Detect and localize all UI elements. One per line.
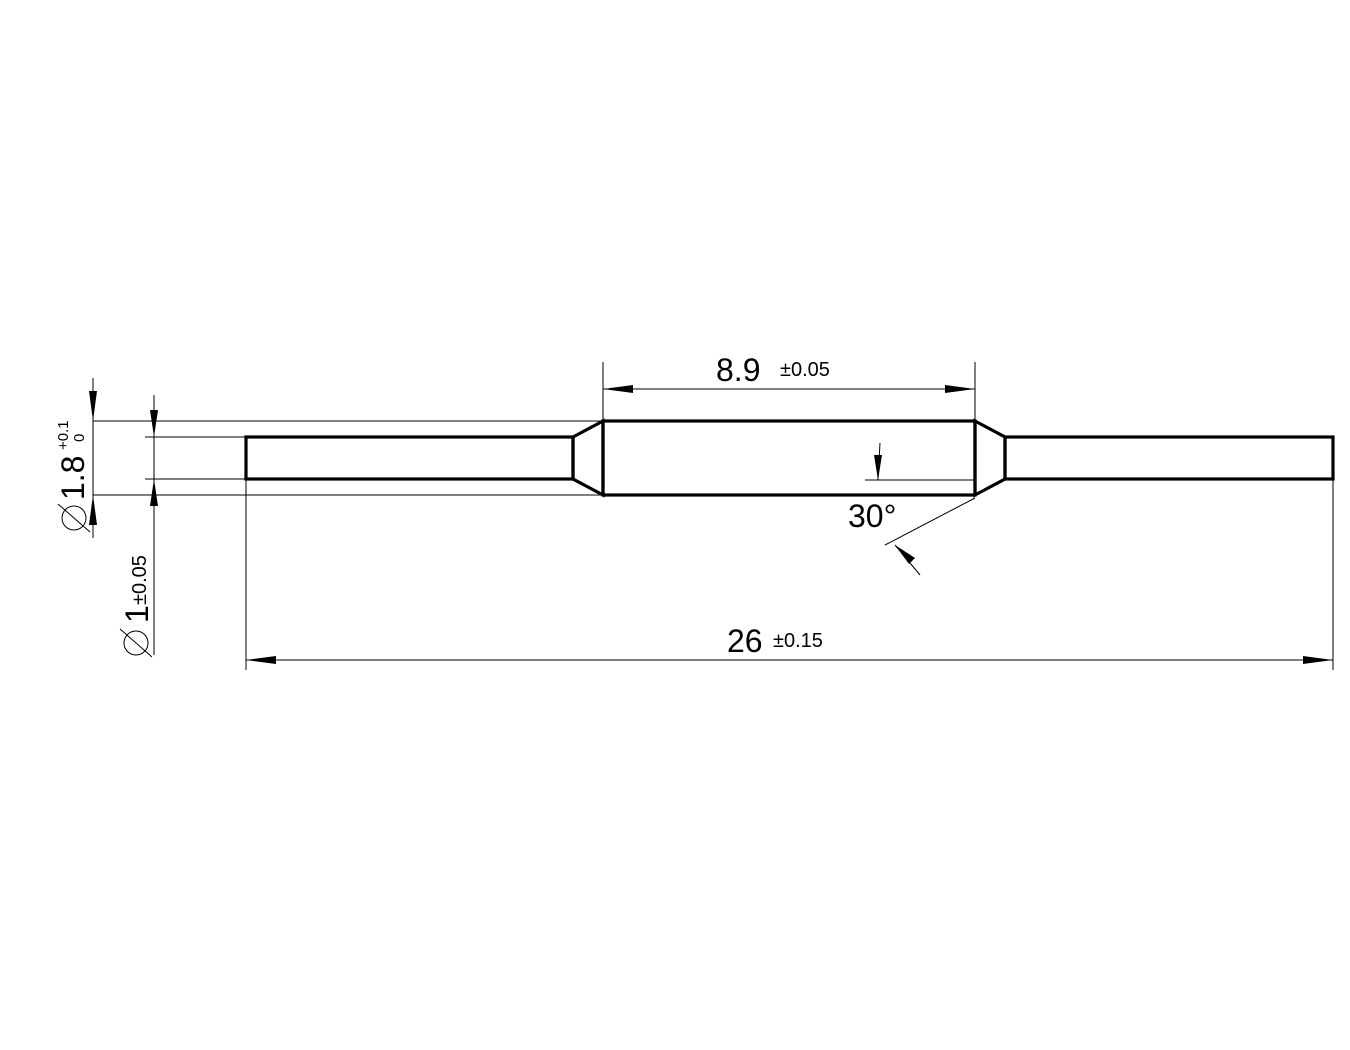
diameter-symbol-icon [61, 505, 87, 531]
dimension-center-length: 8.9 ±0.05 [602, 352, 976, 421]
dimension-chamfer-angle: 30° [848, 442, 976, 576]
arrowhead [603, 385, 633, 393]
arrowhead [895, 545, 915, 564]
arrowhead [89, 391, 97, 421]
dimension-small-diameter: 1 ±0.05 [119, 395, 246, 658]
angle-value: 30° [848, 498, 896, 534]
dimension-tolerance: ±0.05 [780, 359, 830, 381]
arrowhead [246, 656, 276, 664]
arrowhead [150, 479, 158, 506]
arrowhead [874, 455, 882, 480]
dimension-large-diameter: 1.8 +0.1 0 [55, 378, 603, 538]
arrowhead [89, 495, 97, 525]
dimension-tolerance: ±0.05 [129, 555, 151, 605]
diameter-symbol-icon [123, 630, 149, 656]
dimension-upper-tolerance: +0.1 [55, 420, 72, 450]
dimension-overall-length: 26 ±0.15 [245, 479, 1334, 670]
dimension-lower-tolerance: 0 [71, 434, 88, 442]
part-outline [244, 418, 1335, 498]
right-shaft [1003, 435, 1335, 481]
dimension-value: 26 [727, 623, 763, 659]
dimension-value: 8.9 [716, 352, 760, 388]
arrowhead [150, 410, 158, 437]
left-chamfer [571, 418, 605, 498]
dimension-value: 1.8 [55, 456, 91, 500]
right-chamfer [973, 418, 1007, 498]
dimension-tolerance: ±0.15 [773, 630, 823, 652]
left-shaft [244, 435, 575, 481]
arrowhead [945, 385, 975, 393]
arrowhead [1303, 656, 1333, 664]
dimension-value: 1 [119, 605, 155, 623]
center-body [601, 419, 977, 497]
